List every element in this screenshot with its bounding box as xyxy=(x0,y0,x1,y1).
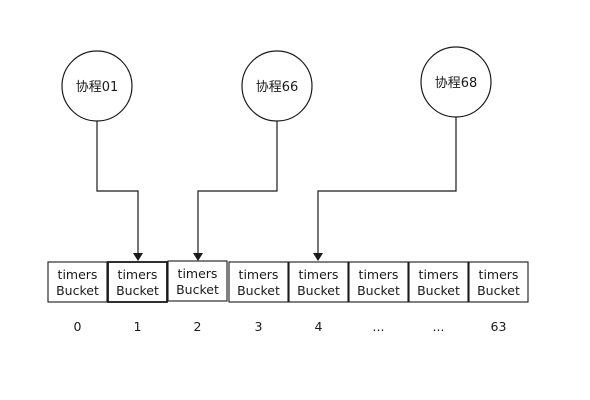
connector-arrow-68 xyxy=(313,117,457,261)
bucket-index-label: 3 xyxy=(255,319,263,334)
goroutine-label: 协程68 xyxy=(435,76,478,91)
bucket-label-line2: Bucket xyxy=(176,282,219,297)
bucket-label-line2: Bucket xyxy=(477,283,520,298)
bucket-index-label: 63 xyxy=(491,319,507,334)
bucket-label-line1: timers xyxy=(239,267,279,282)
goroutine-label: 协程01 xyxy=(76,80,119,95)
connector-arrow-01 xyxy=(96,121,143,261)
bucket-box xyxy=(47,261,108,303)
bucket-label-line1: timers xyxy=(359,267,399,282)
bucket-index-label: 1 xyxy=(134,319,142,334)
bucket-index-label: 4 xyxy=(315,319,323,334)
bucket-label-line2: Bucket xyxy=(297,283,340,298)
bucket-label-line2: Bucket xyxy=(417,283,460,298)
goroutine-node-66: 协程66 xyxy=(241,50,313,122)
bucket-box xyxy=(107,261,168,303)
bucket-label-line1: timers xyxy=(479,267,519,282)
bucket-label-line1: timers xyxy=(118,267,158,282)
bucket-array: timersBuckettimersBuckettimersBuckettime… xyxy=(47,260,529,303)
bucket-box xyxy=(468,261,529,303)
bucket-label-line1: timers xyxy=(299,267,339,282)
bucket-index-label: 0 xyxy=(74,319,82,334)
bucket-label-line2: Bucket xyxy=(237,283,280,298)
bucket-label-line1: timers xyxy=(419,267,459,282)
goroutine-label: 协程66 xyxy=(256,80,299,95)
connector-arrow-66 xyxy=(193,121,278,261)
bucket-index-label: ... xyxy=(433,319,445,334)
bucket-label-line1: timers xyxy=(178,266,218,281)
bucket-box xyxy=(408,261,469,303)
goroutine-node-68: 协程68 xyxy=(420,46,492,118)
bucket-label-line1: timers xyxy=(58,267,98,282)
bucket-box xyxy=(348,261,409,303)
bucket-index-row: 0 1 2 3 4...... 63 xyxy=(74,319,507,334)
goroutine-node-01: 协程01 xyxy=(61,50,133,122)
bucket-label-line2: Bucket xyxy=(116,283,159,298)
bucket-index-label: 2 xyxy=(194,319,202,334)
bucket-label-line2: Bucket xyxy=(357,283,400,298)
bucket-box xyxy=(288,261,349,303)
bucket-box xyxy=(167,260,228,302)
bucket-box xyxy=(228,261,289,303)
bucket-label-line2: Bucket xyxy=(56,283,99,298)
bucket-index-label: ... xyxy=(373,319,385,334)
